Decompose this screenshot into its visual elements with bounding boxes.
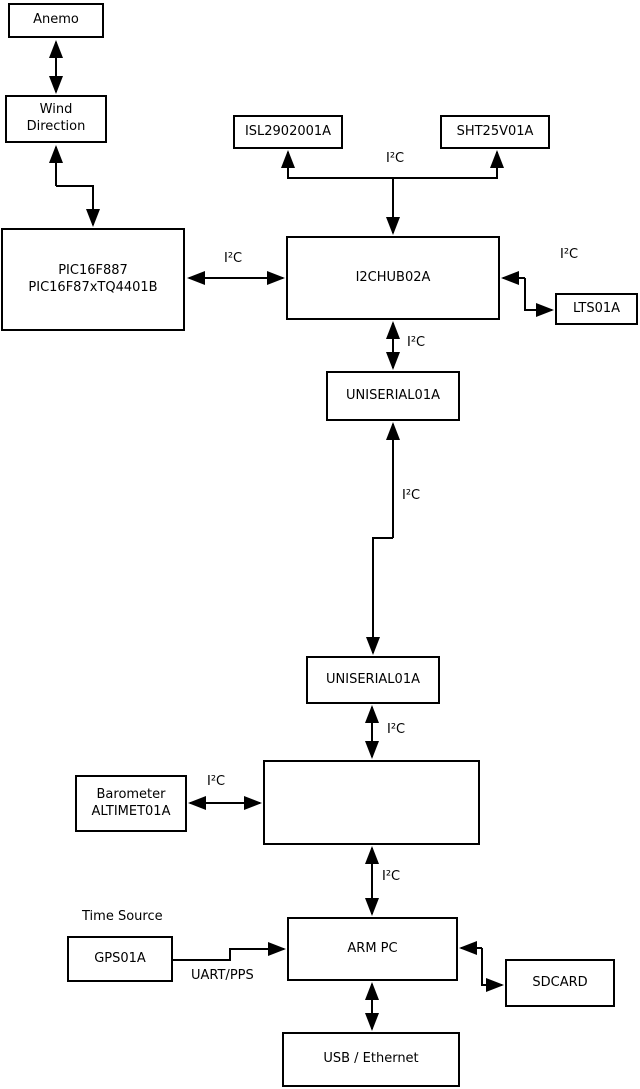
node-arm-pc: ARM PC [287,917,458,981]
edge-arm-sdcard-right [481,948,504,992]
edge-label-time-source: Time Source [82,909,163,924]
node-uniserial01a-2: UNISERIAL01A [306,656,440,704]
node-pic16f887: PIC16F887 PIC16F87xTQ4401B [1,228,185,331]
node-usb-ethernet: USB / Ethernet [282,1032,460,1087]
edge-hub1-lts-right [524,278,554,317]
node-lts01a: LTS01A [555,293,638,325]
node-isl2902001a: ISL2902001A [233,115,343,149]
edge-label-i2c-branch: I²C [386,151,405,166]
node-sht25v01a: SHT25V01A [440,115,550,149]
node-isl2902001a-label: ISL2902001A [244,123,332,139]
node-sht25v01a-label: SHT25V01A [456,123,534,139]
node-i2chub02a-1: I2CHUB02A [286,236,500,320]
edge-branch-sht [393,150,504,179]
edge-gps-arm [173,942,286,961]
edge-label-i2c-hub1-uni1: I²C [407,335,426,350]
node-gps01a-label: GPS01A [94,950,146,966]
node-i2chub02a-2 [263,760,480,845]
node-uniserial01a-1: UNISERIAL01A [326,371,460,421]
node-usb-ethernet-label: USB / Ethernet [323,1051,419,1067]
node-wind-direction-line2: Direction [26,119,86,134]
edge-label-i2c-hub2-arm: I²C [382,869,401,884]
node-barometer-altimet01a: Barometer ALTIMET01A [75,775,187,832]
node-gps01a: GPS01A [67,936,173,982]
edge-label-i2c-hub1-lts: I²C [560,247,579,262]
node-sdcard-label: SDCARD [532,974,588,990]
edge-label-i2c-baro-hub2: I²C [207,774,226,789]
node-pic16f887-line2: PIC16F87xTQ4401B [28,279,158,295]
edge-label-uart-pps: UART/PPS [191,968,254,983]
edge-label-i2c-uni2-hub2: I²C [387,722,406,737]
node-anemo: Anemo [8,3,104,38]
node-uniserial01a-1-label: UNISERIAL01A [346,387,440,403]
node-anemo-label: Anemo [33,12,79,28]
node-wind-direction: Wind Direction [5,95,107,143]
node-i2chub02a-1-label: I2CHUB02A [355,269,431,285]
edge-uni1-uni2-down [366,537,393,655]
node-wind-direction-line1: Wind [39,102,73,118]
node-arm-pc-label: ARM PC [347,940,398,956]
node-uniserial01a-2-label: UNISERIAL01A [326,671,420,687]
edge-branch-isl [281,150,393,179]
node-barometer-line1: Barometer [96,786,166,802]
node-barometer-line2: ALTIMET01A [91,803,171,819]
node-lts01a-label: LTS01A [572,300,621,316]
edge-label-i2c-pic-hub1: I²C [224,251,243,266]
edge-wind-pic-down [56,185,100,227]
edge-label-i2c-uni1-uni2: I²C [402,488,421,503]
node-pic16f887-line1: PIC16F887 [58,262,128,278]
node-sdcard: SDCARD [505,959,615,1007]
